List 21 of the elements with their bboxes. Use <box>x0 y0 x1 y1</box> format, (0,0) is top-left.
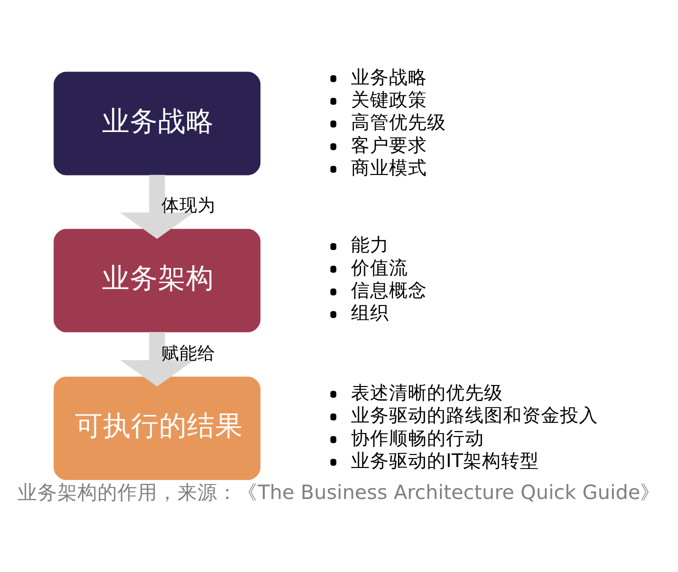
node-label: 关键政策 <box>351 90 428 111</box>
node-label: 商业模式 <box>351 158 428 179</box>
node-label: 表述清晰的优先级 <box>351 382 504 404</box>
node-box: 可执行的结果 <box>54 376 260 480</box>
edge-label: 体现为 <box>161 196 216 216</box>
node-label: 协作顺畅的行动 <box>351 428 484 450</box>
node-label: 业务驱动的IT架构转型 <box>351 450 540 472</box>
node-label: 业务战略 <box>351 67 428 88</box>
node-label: 组织 <box>351 303 390 324</box>
node-label: 业务驱动的路线图和资金投入 <box>351 406 598 427</box>
edge-label: 赋能给 <box>161 344 216 364</box>
arrow <box>120 332 194 387</box>
node-label: 信息概念 <box>351 280 428 302</box>
node-label: 客户要求 <box>351 135 428 156</box>
node-label: 高管优先级 <box>351 112 446 134</box>
node-label: 能力 <box>351 235 390 256</box>
caption: 业务架构的作用，来源：《The Business Architecture Quick Guide》 <box>18 481 660 504</box>
node-label: 价值流 <box>351 258 408 279</box>
node-box: 业务战略 <box>54 72 260 176</box>
node-box: 业务架构 <box>54 228 260 332</box>
arrow <box>120 174 194 239</box>
